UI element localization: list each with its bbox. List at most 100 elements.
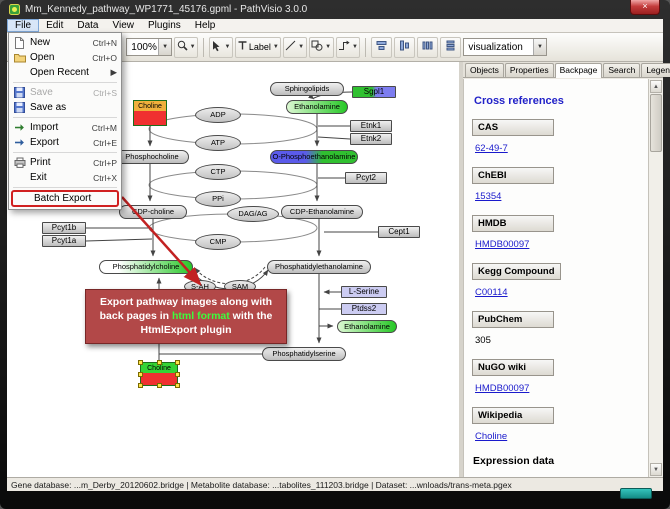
pointer-tool-button[interactable]: ▼ (208, 36, 233, 58)
menu-view[interactable]: View (112, 20, 134, 31)
menu-item-label: Save as (30, 102, 67, 113)
line-tool-button[interactable]: ▼ (282, 36, 307, 58)
pathway-node-o-phosphoethanolamine[interactable]: O-Phosphoethanolamine (270, 150, 358, 164)
tab-backpage[interactable]: Backpage (554, 63, 603, 78)
tab-properties[interactable]: Properties (504, 63, 554, 77)
pathway-node-ptdss2[interactable]: Ptdss2 (341, 303, 387, 315)
annotation-callout: Export pathway images along with back pa… (85, 289, 287, 344)
chevron-down-icon: ▼ (189, 44, 196, 50)
menu-help[interactable]: Help (194, 20, 216, 31)
pathway-node-choline-bottom[interactable]: Choline (138, 360, 180, 388)
pathway-node-cdp-ethanolamine[interactable]: CDP-Ethanolamine (281, 205, 363, 219)
label-tool-button[interactable]: Label▼ (234, 36, 281, 58)
scroll-down-icon[interactable]: ▼ (650, 463, 662, 476)
menubar: File Edit Data View Plugins Help (7, 19, 663, 33)
pathway-node-phosphatidylethanolamine[interactable]: Phosphatidylethanolamine (267, 260, 371, 274)
menu-plugins[interactable]: Plugins (147, 20, 181, 31)
align-vertical-button[interactable] (394, 36, 416, 58)
align-horizontal-button[interactable] (371, 36, 393, 58)
pathway-node-etnk2[interactable]: Etnk2 (350, 133, 392, 145)
menu-item-shortcut: Ctrl+O (92, 52, 117, 63)
scroll-thumb[interactable] (650, 94, 662, 152)
node-expression-color (134, 111, 166, 125)
menu-file[interactable]: File (7, 19, 40, 32)
pathway-node-ethanolamine-top[interactable]: Ethanolamine (286, 100, 348, 114)
xref-link[interactable]: C00114 (475, 287, 508, 298)
selection-handle[interactable] (138, 371, 143, 377)
menu-item-label: Import (30, 122, 59, 133)
selection-handle[interactable] (138, 360, 143, 365)
chevron-down-icon: ▼ (224, 44, 231, 50)
selection-handle[interactable] (138, 383, 143, 388)
pathway-node-ethanolamine-bottom[interactable]: Ethanolamine (337, 320, 397, 333)
menu-edit[interactable]: Edit (46, 20, 64, 31)
scroll-up-icon[interactable]: ▲ (650, 80, 662, 93)
pathway-node-pcyt2[interactable]: Pcyt2 (345, 172, 387, 184)
tab-search[interactable]: Search (603, 63, 641, 77)
pathway-node-cdp-choline[interactable]: CDP-choline (119, 205, 187, 219)
distribute-vertical-button[interactable] (440, 36, 462, 58)
pathway-node-phosphocholine[interactable]: Phosphocholine (115, 150, 189, 164)
xref-link[interactable]: 62-49-7 (475, 143, 508, 154)
pathway-node-etnk1[interactable]: Etnk1 (350, 120, 392, 132)
expression-data-heading: Expression data (473, 455, 555, 467)
chevron-down-icon[interactable]: ▼ (533, 39, 547, 55)
file-menu-item-batch-export[interactable]: Batch Export (11, 190, 119, 207)
distribute-vertical-icon (445, 40, 456, 54)
selection-handle[interactable] (175, 383, 180, 388)
pathway-node-phosphatidylcholine[interactable]: Phosphatidylcholine (99, 260, 193, 274)
selection-handle[interactable] (175, 360, 180, 365)
pathway-node-ctp[interactable]: CTP (195, 164, 241, 180)
pathway-node-sgpl1[interactable]: Sgpl1 (352, 86, 396, 98)
zoom-fit-button[interactable]: ▼ (174, 36, 199, 58)
connector-tool-button[interactable]: ▼ (335, 36, 361, 58)
label-icon (237, 40, 248, 54)
pathway-node-cmp[interactable]: CMP (195, 234, 241, 250)
zoom-value: 100% (131, 41, 157, 53)
xref-link[interactable]: HMDB00097 (475, 239, 530, 250)
pathway-node-sphingolipids[interactable]: Sphingolipids (270, 82, 344, 96)
panel-scrollbar[interactable]: ▲ ▼ (648, 79, 663, 477)
menu-data[interactable]: Data (77, 20, 99, 31)
titlebar[interactable]: Mm_Kennedy_pathway_WP1771_45176.gpml - P… (2, 0, 668, 19)
pathway-node-adp[interactable]: ADP (195, 107, 241, 123)
tab-objects[interactable]: Objects (465, 63, 504, 77)
file-menu-item-open-recent[interactable]: Open Recent▶ (9, 65, 121, 80)
zoom-combo[interactable]: 100%▼ (126, 38, 173, 56)
pathway-node-pcyt1b[interactable]: Pcyt1b (42, 222, 86, 234)
pathway-node-cept1[interactable]: Cept1 (378, 226, 420, 238)
visualization-combo[interactable]: visualization▼ (463, 38, 548, 56)
pathway-node-phosphatidylserine[interactable]: Phosphatidylserine (262, 347, 346, 361)
selection-handle[interactable] (175, 371, 180, 377)
file-menu-item-import[interactable]: Import Ctrl+M (9, 120, 121, 135)
close-button[interactable]: × (630, 0, 660, 15)
selection-handle[interactable] (156, 383, 162, 388)
toolbar-separator (203, 37, 204, 57)
pathway-node-choline-top[interactable]: Choline (133, 100, 167, 126)
shape-tool-button[interactable]: ▼ (308, 36, 334, 58)
distribute-horizontal-button[interactable] (417, 36, 439, 58)
pathway-node-l-serine[interactable]: L-Serine (341, 286, 387, 298)
pathway-node-pcyt1a[interactable]: Pcyt1a (42, 235, 86, 247)
pathway-node-dag[interactable]: DAG/AG (227, 206, 279, 222)
menu-item-shortcut: Ctrl+M (91, 122, 117, 133)
xref-header: CAS (472, 119, 554, 136)
xref-link[interactable]: HMDB00097 (475, 383, 530, 394)
selection-handle[interactable] (156, 360, 162, 365)
xref-link[interactable]: Choline (475, 431, 508, 442)
pathway-node-ppi[interactable]: PPi (195, 191, 241, 207)
splitter[interactable] (459, 62, 463, 477)
chevron-down-icon[interactable]: ▼ (158, 39, 172, 55)
tab-legend[interactable]: Legend (641, 63, 670, 77)
xref-link[interactable]: 15354 (475, 191, 502, 202)
file-menu-item-save-as[interactable]: Save as (9, 100, 121, 115)
pathway-node-atp[interactable]: ATP (195, 135, 241, 151)
